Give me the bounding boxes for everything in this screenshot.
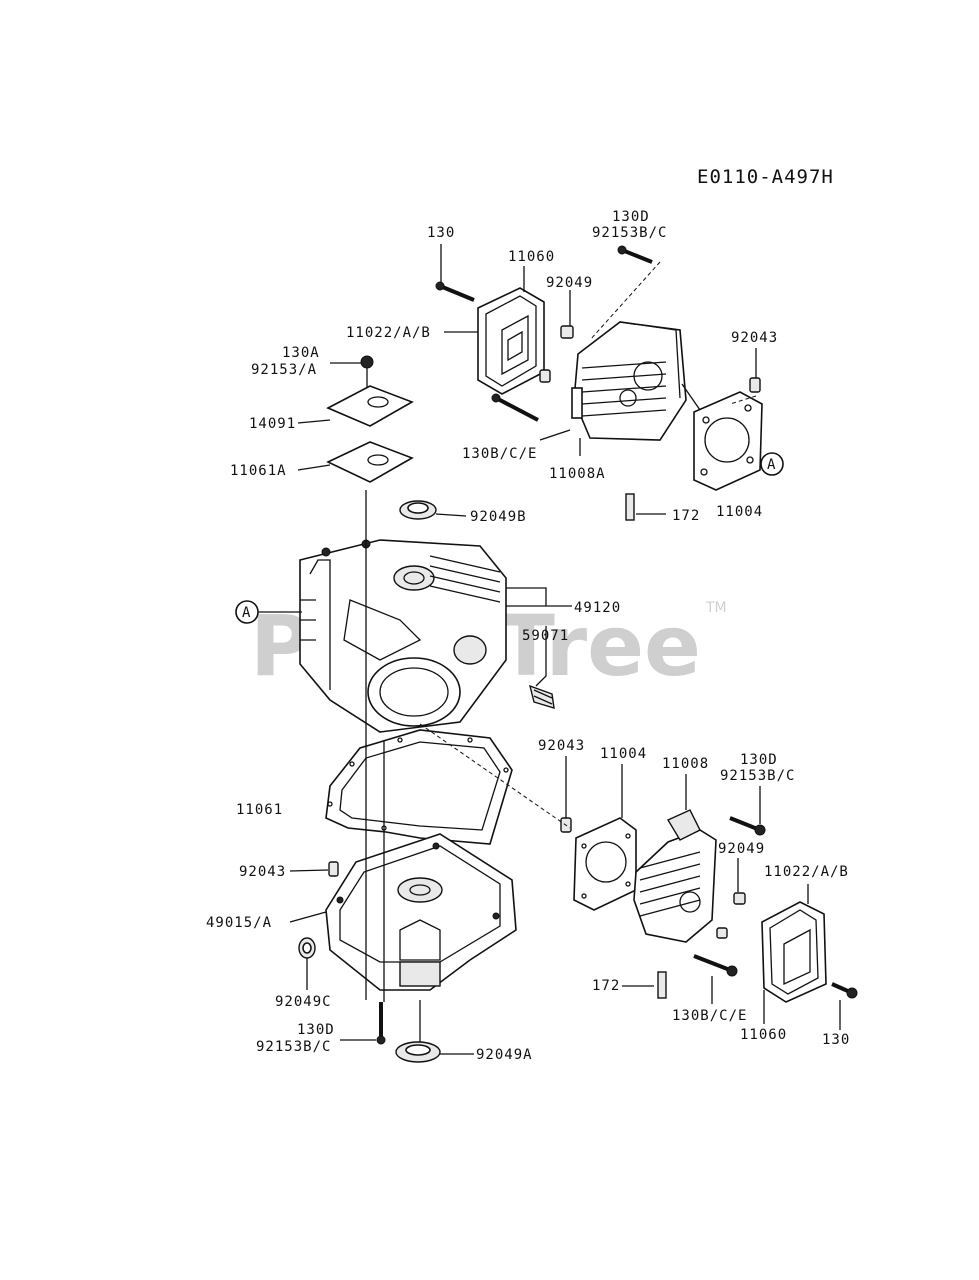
dowel-92043-left: [328, 861, 339, 877]
label-11061: 11061: [236, 802, 283, 818]
label-92043-left: 92043: [239, 864, 286, 880]
label-92049-mid: 92049: [718, 841, 765, 857]
label-11004-mid: 11004: [600, 746, 647, 762]
label-11008: 11008: [662, 756, 709, 772]
top-bolt-130bce: [491, 393, 539, 422]
label-92043-mid: 92043: [538, 738, 585, 754]
label-130d-mid: 130D: [740, 752, 778, 768]
bolt-130bce-bottom: [693, 954, 738, 977]
label-92049-top: 92049: [546, 275, 593, 291]
top-head-gasket-11004: [693, 391, 763, 491]
label-11060-bottom: 11060: [740, 1027, 787, 1043]
bolt-130-bottom: [831, 982, 858, 999]
label-130bce-top: 130B/C/E: [462, 446, 537, 462]
stud-172-bottom: [657, 971, 667, 999]
top-head-cover-11022: [477, 287, 545, 395]
head-cover-11022-bottom: [761, 901, 827, 1003]
crankcase-gasket-11061: [325, 729, 513, 845]
label-11060-top: 11060: [508, 249, 555, 265]
label-172-top: 172: [672, 508, 700, 524]
label-92153bc-top: 92153B/C: [592, 225, 667, 241]
label-130-top: 130: [427, 225, 455, 241]
top-bolt-130d: [617, 245, 653, 264]
breather-gasket-11061a: [326, 441, 414, 483]
seal-92049c: [298, 937, 316, 959]
top-nut-92049: [560, 325, 574, 339]
crankcase-49120: [299, 539, 507, 733]
label-130-bottom: 130: [822, 1032, 850, 1048]
label-92043-top: 92043: [731, 330, 778, 346]
label-130d-top: 130D: [612, 209, 650, 225]
top-dowel-left: [539, 369, 551, 383]
top-bolt-130: [435, 281, 475, 302]
callout-a-left: A: [235, 600, 259, 624]
label-59071: 59071: [522, 628, 569, 644]
label-130bce-bottom: 130B/C/E: [672, 1008, 747, 1024]
label-14091: 14091: [249, 416, 296, 432]
label-92153a: 92153/A: [251, 362, 317, 378]
oil-pan-49015: [325, 833, 517, 991]
svg-text:A: A: [767, 457, 776, 473]
label-11022-top: 11022/A/B: [346, 325, 431, 341]
label-92153bc-mid: 92153B/C: [720, 768, 795, 784]
svg-text:A: A: [242, 605, 251, 621]
cylinder-head-11008: [633, 809, 717, 943]
label-92049c: 92049C: [275, 994, 332, 1010]
head-gasket-11004-bottom: [573, 817, 637, 911]
diagram-code: E0110-A497H: [697, 166, 834, 188]
part-labels: 130 11060 130D 92153B/C 92049 11022/A/B …: [206, 209, 850, 1063]
nut-92049-mid: [733, 892, 746, 905]
label-11004-top: 11004: [716, 504, 763, 520]
callout-a-top: A: [760, 452, 784, 476]
bolt-130d-mid: [729, 816, 766, 836]
label-92153bc-bottom: 92153B/C: [256, 1039, 331, 1055]
breather-bolt-130a: [360, 355, 374, 390]
label-49015a: 49015/A: [206, 915, 272, 931]
label-49120: 49120: [574, 600, 621, 616]
top-cylinder-head-11008a: [571, 321, 687, 441]
bolt-130d-bottom: [376, 1002, 386, 1045]
label-172-bottom: 172: [592, 978, 620, 994]
top-stud-172: [625, 493, 635, 521]
breather-cover-14091: [326, 385, 414, 427]
oil-seal-92049a: [395, 1041, 441, 1063]
label-11008a: 11008A: [549, 466, 606, 482]
label-130a: 130A: [282, 345, 320, 361]
nut-mid-small: [716, 927, 728, 939]
top-dowel-92043: [749, 377, 761, 393]
label-130d-bottom: 130D: [297, 1022, 335, 1038]
label-92049a: 92049A: [476, 1047, 533, 1063]
label-11061a: 11061A: [230, 463, 287, 479]
oil-seal-92049b: [399, 500, 437, 520]
label-11022-bottom: 11022/A/B: [764, 864, 849, 880]
watermark-trademark: TM: [705, 600, 727, 616]
label-92049b: 92049B: [470, 509, 527, 525]
leader-lines: [258, 244, 841, 1055]
plug-59071: [529, 684, 555, 709]
